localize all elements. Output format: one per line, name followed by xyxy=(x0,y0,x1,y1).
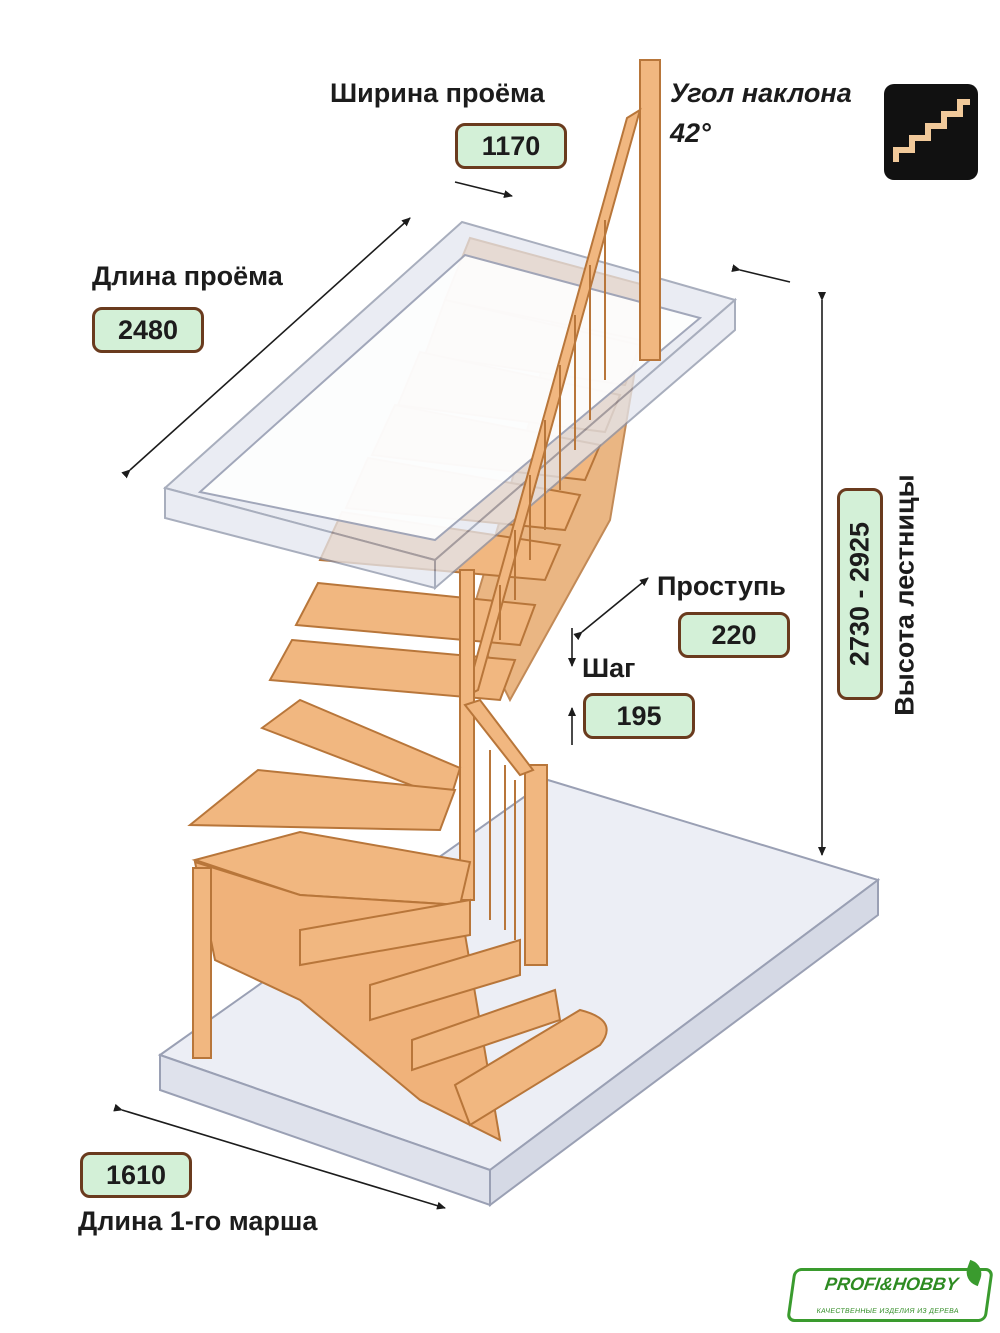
incline-value: 42° xyxy=(670,118,711,148)
brand-tagline: КАЧЕСТВЕННЫЕ ИЗДЕЛИЯ ИЗ ДЕРЕВА xyxy=(816,1308,960,1315)
upper-handrail xyxy=(459,59,661,901)
opening-width-label: Ширина проёма xyxy=(330,78,545,108)
stairs-icon xyxy=(884,84,978,180)
opening-length-label: Длина проёма xyxy=(92,261,283,291)
brand-name: PROFI&HOBBY xyxy=(823,1274,960,1294)
first-flight-dimension xyxy=(113,1103,446,1210)
opening-width-dimension xyxy=(454,181,513,198)
opening-length-value: 2480 xyxy=(92,307,204,353)
winder-treads xyxy=(187,698,472,907)
lower-flight xyxy=(192,698,608,1142)
first-flight-value: 1610 xyxy=(80,1152,192,1198)
step-height-value: 195 xyxy=(583,693,695,739)
incline-label: Угол наклона xyxy=(670,78,852,108)
first-flight-label: Длина 1-го марша xyxy=(78,1206,318,1236)
tread-depth-label: Проступь xyxy=(657,571,786,601)
tread-depth-value: 220 xyxy=(678,612,790,658)
brand-logo: PROFI&HOBBY КАЧЕСТВЕННЫЕ ИЗДЕЛИЯ ИЗ ДЕРЕ… xyxy=(786,1268,994,1322)
dimension-lines xyxy=(113,181,826,1210)
stair-height-label: Высота лестницы xyxy=(889,474,920,716)
tread-depth-dimension xyxy=(573,577,649,641)
stair-height-value: 2730 - 2925 xyxy=(837,488,883,700)
opening-length-dimension xyxy=(121,217,411,479)
opening-width-value: 1170 xyxy=(455,123,567,169)
step-height-label: Шаг xyxy=(582,653,636,683)
